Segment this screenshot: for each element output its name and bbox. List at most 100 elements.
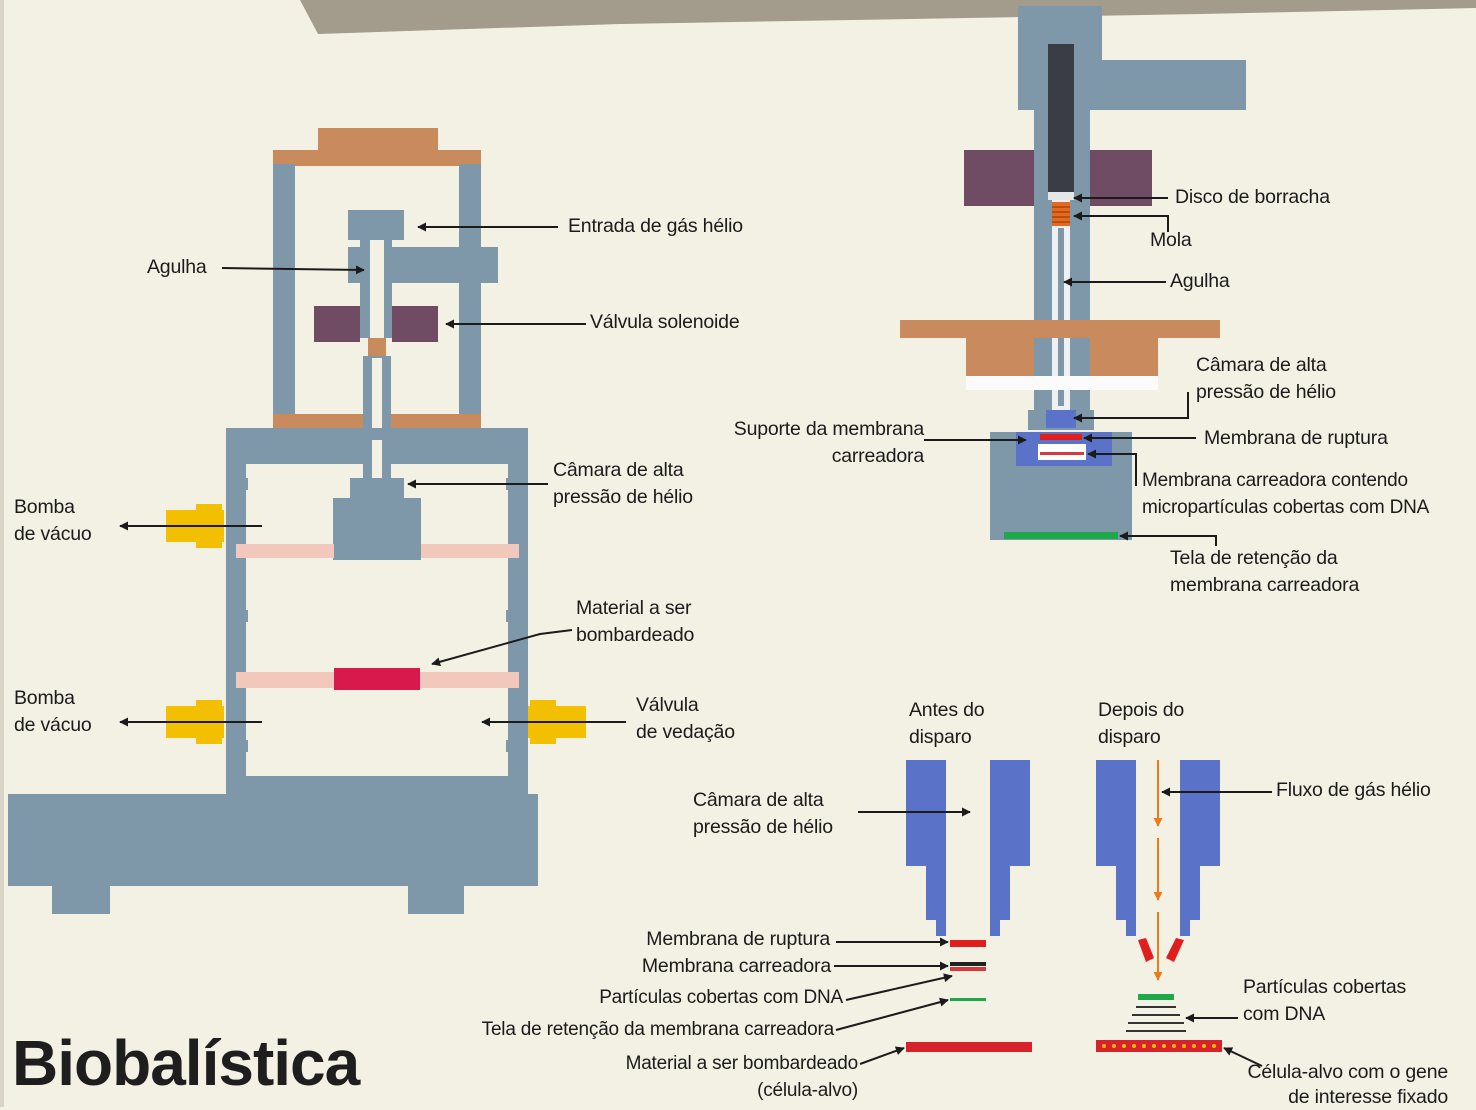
needle-bore — [370, 240, 384, 338]
top-shadow-band — [300, 0, 1476, 34]
detail-nozzle-blue — [1046, 410, 1076, 428]
label-detail-hp-chamber: Câmara de alta pressão de hélio — [1196, 354, 1336, 403]
label-ba-rupture: Membrana de ruptura — [646, 928, 830, 950]
foot-left — [52, 880, 110, 914]
target-sample — [334, 668, 420, 690]
pink-plate-upper-left — [236, 544, 334, 558]
label-helium-inlet: Entrada de gás hélio — [568, 215, 743, 237]
label-vacuum-pump-bottom: Bomba de vácuo — [14, 687, 92, 736]
leader-detail-hp — [1073, 392, 1189, 423]
rubber-disc — [1048, 192, 1074, 200]
after-target-cells — [1096, 1040, 1222, 1052]
spring-coils — [1052, 206, 1070, 223]
solenoid-right — [392, 306, 438, 342]
detail-copper-plate — [900, 320, 1220, 338]
detail-carrier-line — [1040, 452, 1084, 455]
label-ba-hp-chamber: Câmara de alta pressão de hélio — [693, 789, 833, 838]
top-wall-left — [246, 448, 362, 464]
base-plate — [8, 794, 538, 886]
before-carrier-membrane — [950, 962, 986, 966]
label-solenoid-valve: Válvula solenoide — [590, 311, 740, 333]
notch-r2 — [506, 610, 520, 622]
label-ba-particles: Partículas cobertas com DNA — [599, 987, 843, 1008]
top-copper-plate — [273, 150, 481, 166]
detail-view-leaders — [924, 193, 1217, 546]
right-column — [459, 164, 481, 426]
main-device — [8, 128, 586, 914]
label-after-shot: Depois do disparo — [1098, 699, 1185, 748]
label-ba-screen: Tela de retenção da membrana carreadora — [481, 1019, 835, 1040]
main-device-leaders — [119, 222, 626, 727]
label-particles-after: Partículas cobertas com DNA — [1243, 976, 1407, 1025]
label-spring: Mola — [1150, 229, 1192, 251]
before-target — [906, 1042, 1032, 1052]
notch-l1 — [234, 478, 248, 490]
detail-solenoid-right — [1090, 150, 1152, 206]
label-retention-screen: Tela de retenção da membrana carreadora — [1170, 547, 1360, 596]
left-edge-shadow — [0, 0, 4, 1107]
detail-rupture-membrane — [1040, 434, 1082, 440]
before-after-leaders — [834, 787, 1272, 1067]
before-carrier-red — [950, 967, 986, 971]
after-rupture-flap-left — [1138, 938, 1154, 962]
before-nozzle — [906, 760, 1030, 936]
detail-needle — [1058, 228, 1064, 406]
after-target-dots — [1102, 1044, 1216, 1048]
label-target-material: Material a ser bombardeado — [576, 597, 695, 646]
leader-detail-carrier — [1087, 449, 1137, 486]
leader-detail-screen — [1119, 531, 1217, 546]
stem-shoulder — [350, 478, 404, 500]
figure-title: Biobalística — [12, 1027, 360, 1099]
detail-retention-screen — [1004, 532, 1118, 539]
needle-copper-seal — [368, 338, 386, 356]
stem-through-bore — [372, 440, 382, 480]
notch-r3 — [506, 740, 520, 752]
label-ba-target: Material a ser bombardeado (célula-alvo) — [625, 1053, 859, 1101]
label-target-cell: Célula-alvo com o gene de interesse fixa… — [1247, 1061, 1449, 1108]
left-column — [273, 164, 295, 426]
detail-solenoid-left — [964, 150, 1034, 206]
detail-copper-left — [966, 336, 1034, 376]
leader-needle — [221, 265, 365, 275]
foot-right — [408, 880, 464, 914]
after-particle-cloud — [1126, 1006, 1186, 1032]
inlet-head — [348, 210, 404, 240]
top-wall-right — [392, 448, 508, 464]
detail-copper-right — [1090, 336, 1158, 376]
after-particle-green — [1138, 994, 1174, 1000]
before-particles-line — [950, 998, 986, 1001]
label-needle: Agulha — [147, 256, 207, 278]
label-carrier-support: Suporte da membrana carreadora — [733, 418, 924, 467]
leader-spring — [1073, 211, 1169, 232]
detail-white-gap — [966, 376, 1158, 390]
label-seal-valve: Válvula de vedação — [636, 694, 735, 743]
leader-target-cell — [1223, 1047, 1263, 1067]
pink-plate-upper-right — [421, 544, 519, 558]
needle-stem-bore — [372, 358, 382, 474]
after-nozzle — [1096, 760, 1220, 936]
label-gas-flow: Fluxo de gás hélio — [1276, 779, 1431, 801]
label-hp-chamber: Câmara de alta pressão de hélio — [553, 459, 693, 508]
leader-ba-screen — [835, 997, 949, 1031]
after-rupture-flap-right — [1166, 938, 1184, 962]
leader-ba-particles — [845, 973, 953, 1001]
spring — [1052, 202, 1070, 226]
notch-l3 — [234, 740, 248, 752]
label-detail-needle: Agulha — [1170, 270, 1230, 292]
detail-view — [900, 6, 1246, 540]
label-vacuum-pump-top: Bomba de vácuo — [14, 496, 92, 545]
label-before-shot: Antes do disparo — [909, 699, 985, 748]
label-ba-carrier: Membrana carreadora — [641, 955, 831, 977]
before-rupture-membrane — [950, 940, 986, 947]
needle-dark-rod — [1048, 44, 1074, 194]
label-rubber-disc: Disco de borracha — [1175, 186, 1330, 208]
leader-ba-target — [859, 1046, 905, 1065]
solenoid-left — [314, 306, 360, 342]
launch-block — [333, 498, 421, 560]
label-rupture-membrane: Membrana de ruptura — [1204, 427, 1388, 449]
notch-l2 — [234, 610, 248, 622]
leader-target — [431, 629, 573, 667]
label-carrier-membrane: Membrana carreadora contendo micropartíc… — [1142, 470, 1430, 518]
